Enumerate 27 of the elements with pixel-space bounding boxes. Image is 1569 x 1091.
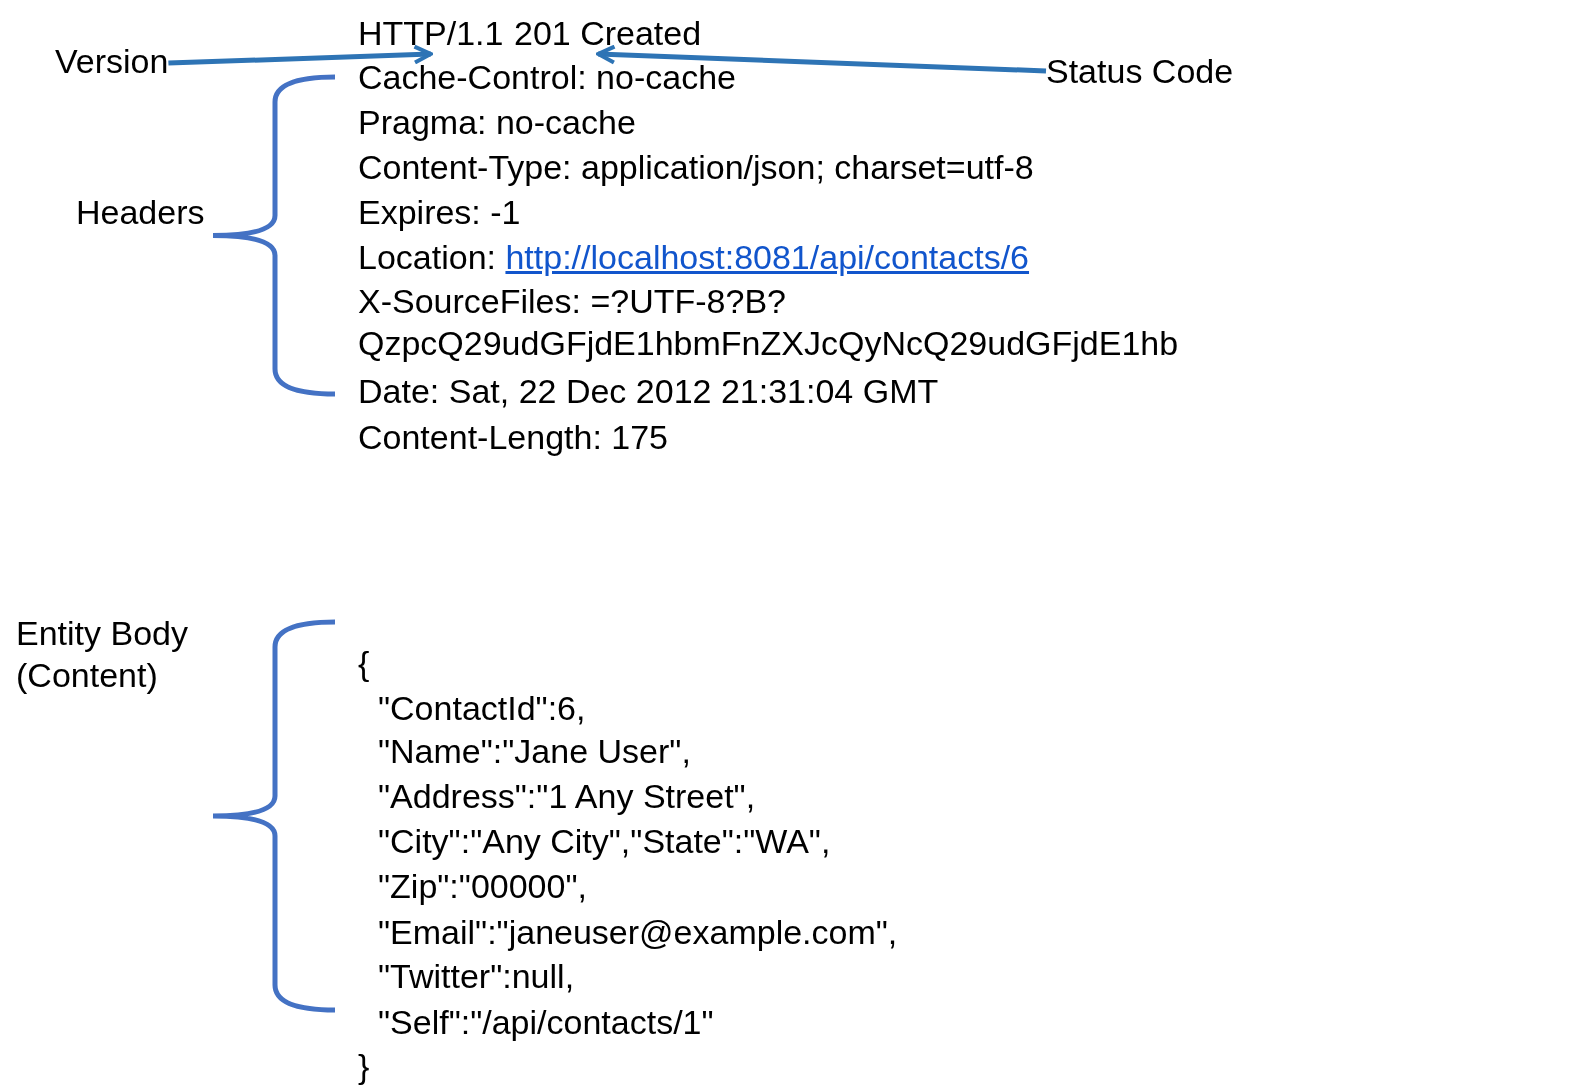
header-line: Expires: -1: [358, 192, 521, 233]
leader-arrow: [596, 44, 1047, 74]
callout-label: Version: [55, 40, 169, 82]
json-line: "Address":"1 Any Street",: [378, 776, 756, 817]
json-line: "Self":"/api/contacts/1": [378, 1002, 714, 1043]
http-version-text: HTTP/1.1: [358, 12, 504, 54]
json-line: "Name":"Jane User",: [378, 731, 691, 772]
header-line: Cache-Control: no-cache: [358, 57, 736, 98]
header-line: Content-Type: application/json; charset=utf-8: [358, 147, 1034, 188]
json-line: "Zip":"00000",: [378, 866, 587, 907]
status-code-text: 201 Created: [514, 12, 702, 54]
json-line: "Email":"janeuser@example.com",: [378, 912, 898, 953]
header-line: X-SourceFiles: =?UTF-8?B? QzpcQ29udGFjdE1hbmFnZXJcQyNcQ29udGFjdE1hb: [358, 281, 1180, 364]
leader-arrow: [168, 44, 433, 66]
section-label: Headers: [76, 192, 205, 233]
json-line: "Twitter":null,: [378, 956, 575, 997]
link: http://localhost:8081/api/contacts/6: [505, 238, 1030, 276]
json-line: }: [358, 1046, 370, 1087]
callout-label: Status Code: [1046, 50, 1234, 92]
header-line: Date: Sat, 22 Dec 2012 21:31:04 GMT: [358, 371, 939, 412]
header-line: Location: http://localhost:8081/api/contacts/6: [358, 237, 1030, 278]
json-line: "ContactId":6,: [378, 688, 586, 729]
section-label: Entity Body (Content): [16, 613, 189, 696]
header-line: Pragma: no-cache: [358, 102, 636, 143]
json-line: "City":"Any City","State":"WA",: [378, 821, 831, 862]
json-line: {: [358, 643, 370, 684]
header-line: Content-Length: 175: [358, 417, 669, 458]
